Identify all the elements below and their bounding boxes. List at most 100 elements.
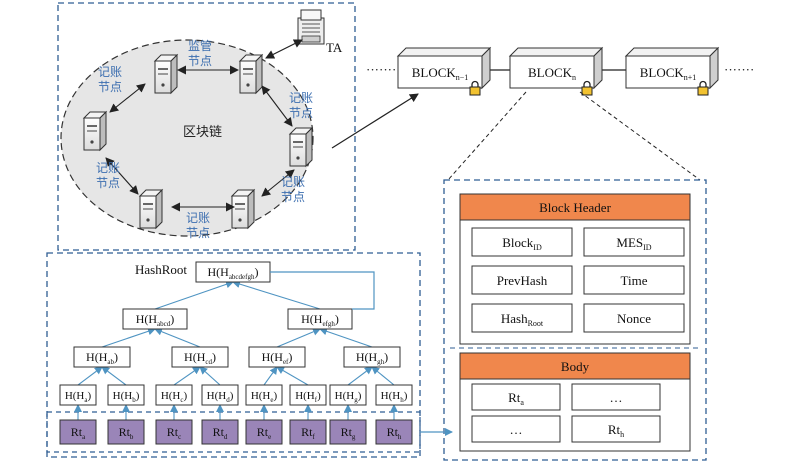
chain-blocks: BLOCKn−1 BLOCKn BLOCKn+1 xyxy=(396,46,720,96)
merkle-leaf-label: Rtc xyxy=(167,425,181,441)
merkle-node-label: H(Hgh) xyxy=(356,350,388,366)
record-node-label: 记账 节点 xyxy=(98,65,122,94)
merkle-node-box xyxy=(171,346,229,368)
merkle-node-box xyxy=(59,384,97,406)
lock-icon xyxy=(697,80,709,96)
header-field-label: PrevHash xyxy=(497,273,548,288)
header-field-label: HashRoot xyxy=(501,311,544,328)
merkle-node-box xyxy=(201,384,239,406)
svg-text:监管: 监管 xyxy=(188,38,212,53)
merkle-node-box xyxy=(375,384,413,406)
svg-text:节点: 节点 xyxy=(289,106,313,120)
merkle-leaf-label: Rtf xyxy=(301,425,315,441)
merkle-leaf-box xyxy=(375,419,413,445)
body-field-label: … xyxy=(610,390,623,405)
merkle-edge xyxy=(319,327,373,348)
server-icon xyxy=(82,110,108,152)
header-field-box xyxy=(583,265,685,295)
lock-icon xyxy=(581,80,593,96)
merkle-leaf-box xyxy=(201,419,239,445)
merkle-edge xyxy=(347,366,373,386)
body-field-label: Rth xyxy=(608,422,624,439)
server-icon xyxy=(230,188,256,230)
merkle-node-label: H(Habcdefgh) xyxy=(208,265,259,281)
merkle-leaf-label: Rte xyxy=(257,425,271,441)
merkle-leaf-label: Rta xyxy=(71,425,86,441)
block-header-bar xyxy=(459,193,691,221)
merkle-node-box xyxy=(287,308,353,330)
merkle-leaf-box xyxy=(289,419,327,445)
header-field-box xyxy=(583,303,685,333)
merkle-leaf-label: Rtd xyxy=(213,425,228,441)
record-node-label: 记账 节点 xyxy=(186,211,210,240)
merkle-edge xyxy=(101,327,156,348)
header-field-label: MESID xyxy=(616,235,651,252)
merkle-leaf-box xyxy=(245,419,283,445)
merkle-node-box xyxy=(107,384,145,406)
record-node-label: 记账 节点 xyxy=(96,161,120,190)
node-links xyxy=(105,65,295,212)
merkle-leaf-label: Rtb xyxy=(119,425,134,441)
merkle-node-label: H(Hd) xyxy=(207,390,234,404)
block-body-title: Body xyxy=(561,359,590,374)
merkle-node-box xyxy=(248,346,306,368)
merkle-node-label: H(Hcd) xyxy=(184,350,216,366)
leaf-row-frame xyxy=(46,411,421,453)
merkle-edges xyxy=(74,280,398,420)
header-field-label: Nonce xyxy=(617,311,651,326)
chain-block: BLOCKn−1 xyxy=(396,46,492,96)
body-field-box xyxy=(471,415,561,443)
body-field-label: Rta xyxy=(508,390,524,407)
merkle-node-label: H(Hh) xyxy=(381,390,408,404)
merkle-leaf-box xyxy=(155,419,193,445)
supervise-node-label: 监管 节点 xyxy=(188,38,212,68)
record-node-label: 记账 节点 xyxy=(281,175,305,204)
hash-root-caption: HashRoot xyxy=(135,262,187,277)
svg-text:记账: 记账 xyxy=(96,161,120,175)
server-icon xyxy=(238,53,264,95)
chain-block: BLOCKn xyxy=(508,46,604,96)
block-label: BLOCKn−1 xyxy=(412,65,469,82)
merkle-node-box xyxy=(73,346,131,368)
server-icon xyxy=(153,53,179,95)
merkle-node-box xyxy=(343,346,401,368)
svg-text:记账: 记账 xyxy=(281,175,305,189)
merkle-leaf-box xyxy=(107,419,145,445)
svg-text:记账: 记账 xyxy=(98,65,122,79)
merkle-edge xyxy=(77,366,103,386)
blockchain-title: 区块链 xyxy=(183,125,222,140)
merkle-leaf-label: Rth xyxy=(387,425,402,441)
merkle-tree-panel: HashRoot H(Habcdefgh)H(Habcd)H(Hefgh)H(H… xyxy=(46,252,421,458)
zoom-line-right xyxy=(579,91,701,181)
merkle-node-label: H(Habcd) xyxy=(136,312,175,328)
ta-label: TA xyxy=(326,40,343,55)
merkle-edge xyxy=(263,366,278,386)
chain-block: BLOCKn+1 xyxy=(624,46,720,96)
merkle-nodes: H(Habcdefgh)H(Habcd)H(Hefgh)H(Hab)H(Hcd)… xyxy=(59,261,413,445)
merkle-edge xyxy=(154,327,201,348)
chain-ellipsis-left: ······· xyxy=(366,62,396,77)
merkle-edge xyxy=(276,328,321,348)
block-header-title: Block Header xyxy=(539,200,612,215)
svg-text:节点: 节点 xyxy=(186,226,210,240)
header-field-box xyxy=(471,303,573,333)
blockchain-panel: 区块链 TA 监管 节点 记账 节点 xyxy=(57,2,356,251)
root-link-line xyxy=(270,271,375,310)
svg-text:记账: 记账 xyxy=(186,211,210,225)
header-field-label: Time xyxy=(621,273,648,288)
merkle-node-label: H(Ha) xyxy=(65,390,92,404)
body-fields: Rta……Rth xyxy=(471,383,661,443)
merkle-node-label: H(Hg) xyxy=(335,390,362,404)
svg-text:节点: 节点 xyxy=(98,80,122,94)
merkle-node-label: H(Hf) xyxy=(295,390,321,404)
header-field-box xyxy=(471,265,573,295)
body-field-box xyxy=(571,415,661,443)
merkle-edge xyxy=(173,366,201,386)
svg-text:节点: 节点 xyxy=(96,176,120,190)
ta-link-arrow xyxy=(265,39,303,59)
merkle-node-label: H(Hab) xyxy=(86,350,118,366)
zoom-line-left xyxy=(447,91,527,181)
